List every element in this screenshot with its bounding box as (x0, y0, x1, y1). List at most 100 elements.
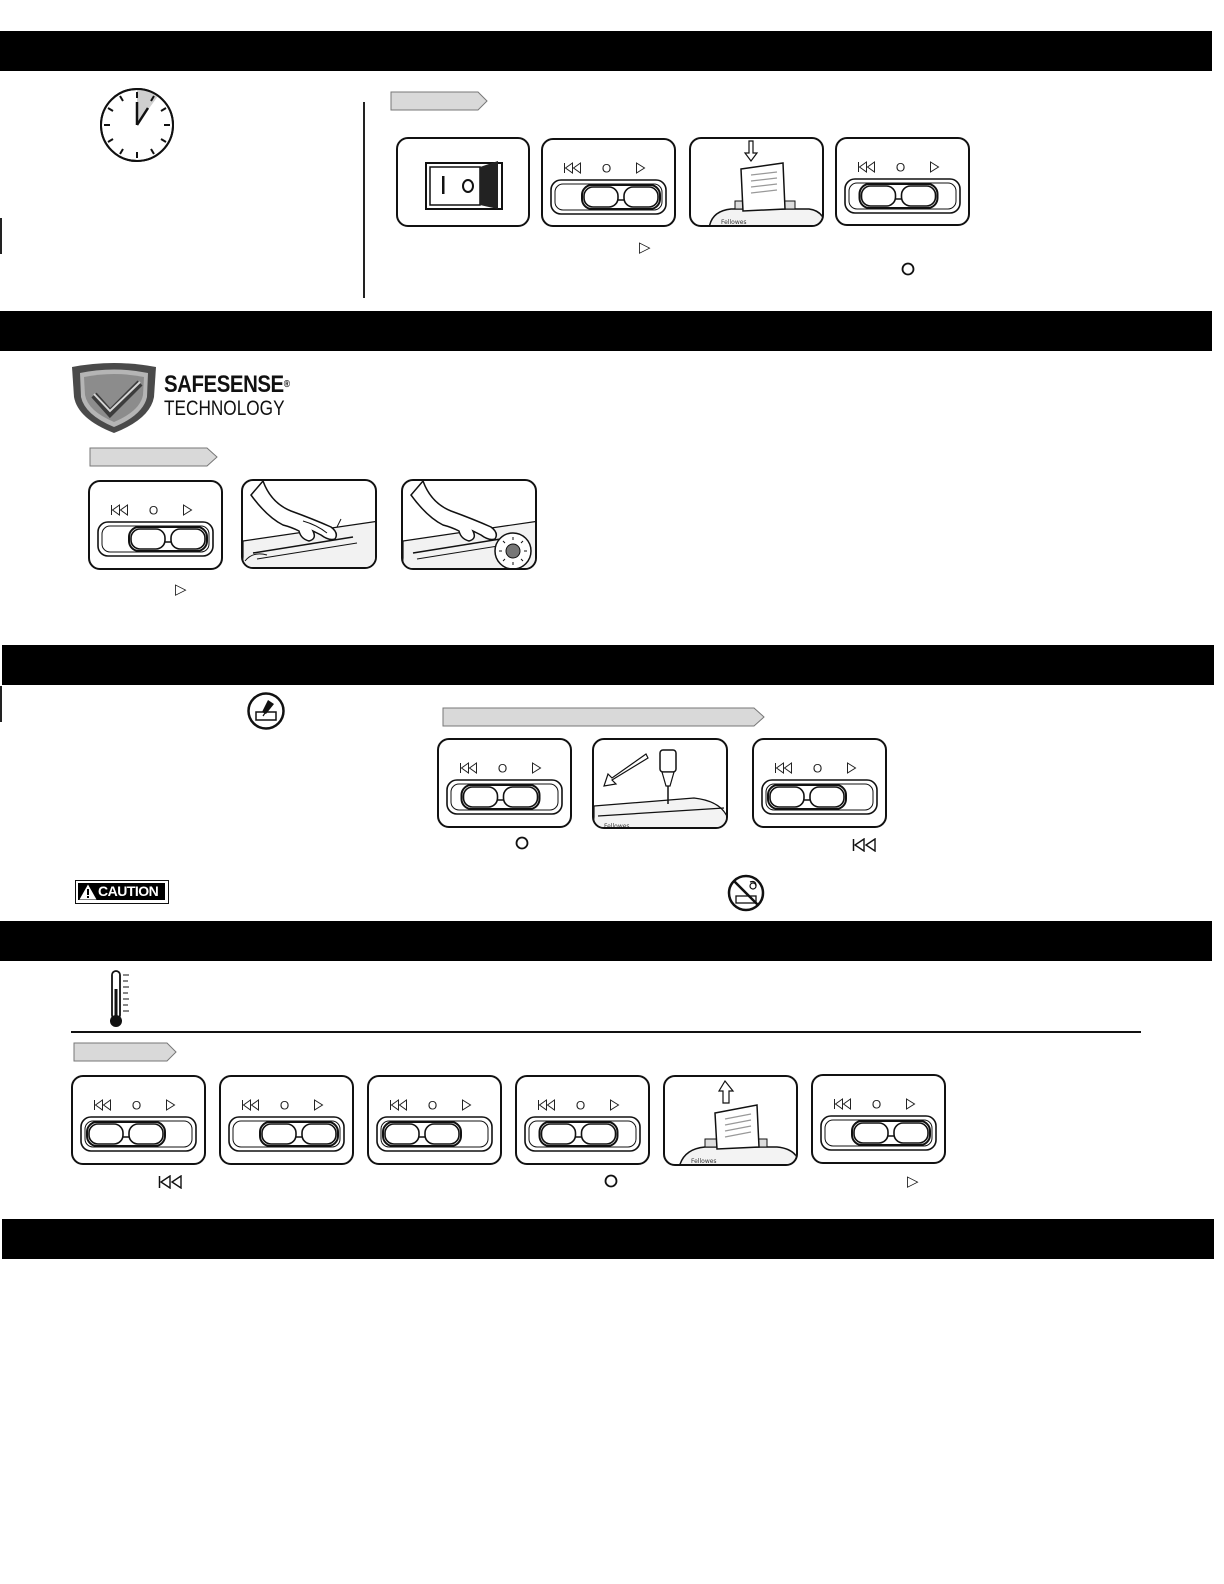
step-tab (89, 447, 218, 467)
switch-knob (128, 526, 208, 552)
auto-icon (166, 1099, 176, 1111)
auto-icon (930, 161, 940, 173)
switch-knob (858, 183, 939, 209)
safesense-subtitle: TECHNOLOGY (164, 397, 285, 420)
auto-icon (314, 1099, 324, 1111)
clock-icon (100, 88, 174, 162)
off-label: O (872, 1098, 881, 1112)
off-label: O (813, 762, 822, 776)
reverse-icon (858, 161, 875, 173)
switch-knob (382, 1121, 462, 1147)
no-aerosol-icon (727, 874, 765, 912)
switch-position-labels: O (94, 1099, 176, 1113)
illustration-slide-switch-reverse: O (367, 1075, 502, 1165)
switch-knob (581, 184, 661, 210)
illustration-slide-switch-off: O (437, 738, 572, 828)
illustration-hand-near-slot (241, 479, 377, 569)
section-header-bar-2 (0, 311, 1212, 351)
illustration-insert-paper: Fellowes (689, 137, 824, 227)
reverse-icon (94, 1099, 111, 1111)
safesense-title: SAFESENSE® (164, 373, 290, 397)
illustration-power-switch (396, 137, 530, 227)
illustration-slide-switch-auto: O (88, 480, 223, 570)
off-label: O (132, 1099, 141, 1113)
off-label: O (602, 162, 611, 176)
switch-knob (460, 784, 541, 810)
reverse-icon (834, 1098, 851, 1110)
caution-text: CAUTION (98, 883, 159, 899)
section-divider-rule (71, 1031, 1141, 1033)
step-tab (442, 707, 765, 727)
illustration-slide-switch-auto: O (219, 1075, 354, 1165)
switch-knob (259, 1121, 339, 1147)
auto-icon (532, 762, 542, 774)
svg-text:Fellowes: Fellowes (691, 1158, 717, 1165)
caption-auto-icon: ▷ (175, 580, 187, 598)
section-header-bar-5 (2, 1219, 1214, 1259)
illustration-slide-switch-auto: O (541, 138, 676, 227)
switch-knob (851, 1120, 931, 1146)
margin-mark (0, 218, 2, 254)
illustration-slide-switch-reverse: O (752, 738, 887, 828)
off-label: O (896, 161, 905, 175)
caption-off-icon (901, 262, 915, 276)
safesense-title-text: SAFESENSE (164, 371, 284, 398)
switch-knob (538, 1121, 619, 1147)
registered-mark: ® (283, 379, 290, 390)
auto-icon (847, 762, 857, 774)
illustration-slide-switch-auto: O (811, 1074, 946, 1164)
off-label: O (149, 504, 158, 518)
illustration-apply-oil: Fellowes (592, 738, 728, 829)
margin-mark (0, 686, 2, 722)
caption-auto-icon: ▷ (907, 1172, 919, 1190)
switch-knob (767, 784, 847, 810)
caption-reverse-icon (852, 838, 876, 852)
illustration-slide-switch-off: O (515, 1075, 650, 1165)
caption-auto-icon: ▷ (639, 238, 651, 256)
reverse-icon (775, 762, 792, 774)
illustration-remove-paper: Fellowes (663, 1075, 798, 1166)
step-tab (73, 1042, 177, 1062)
caption-reverse-icon (158, 1175, 182, 1189)
switch-position-labels: O (858, 161, 940, 175)
caution-label: CAUTION (75, 880, 169, 904)
safesense-shield-logo (72, 363, 156, 433)
caption-off-icon (604, 1174, 618, 1188)
off-label: O (576, 1099, 585, 1113)
oil-shredder-icon (247, 692, 285, 730)
switch-position-labels: O (538, 1099, 620, 1113)
switch-position-labels: O (834, 1098, 916, 1112)
warning-triangle-icon (79, 884, 97, 900)
switch-position-labels: O (111, 504, 193, 518)
auto-icon (906, 1098, 916, 1110)
caution-label-bg (78, 883, 165, 900)
off-label: O (498, 762, 507, 776)
auto-icon (462, 1099, 472, 1111)
section-header-bar-4 (0, 921, 1212, 961)
svg-text:Fellowes: Fellowes (604, 823, 630, 829)
section-header-bar-3 (2, 645, 1214, 685)
switch-position-labels: O (564, 162, 646, 176)
reverse-icon (242, 1099, 259, 1111)
column-divider (363, 102, 365, 298)
reverse-icon (111, 504, 128, 516)
off-label: O (428, 1099, 437, 1113)
off-label: O (280, 1099, 289, 1113)
auto-icon (610, 1099, 620, 1111)
thermometer-icon (110, 970, 129, 1027)
auto-icon (183, 504, 193, 516)
switch-position-labels: O (390, 1099, 472, 1113)
reverse-icon (564, 162, 581, 174)
illustration-slide-switch-reverse: O (71, 1075, 206, 1165)
caption-off-icon (515, 836, 529, 850)
svg-text:Fellowes: Fellowes (721, 219, 747, 226)
switch-position-labels: O (242, 1099, 324, 1113)
reverse-icon (538, 1099, 555, 1111)
illustration-slide-switch-off: O (835, 137, 970, 226)
auto-icon (636, 162, 646, 174)
switch-knob (86, 1121, 166, 1147)
reverse-icon (390, 1099, 407, 1111)
section-header-bar-1 (0, 31, 1212, 71)
illustration-safesense-light (401, 479, 537, 570)
reverse-icon (460, 762, 477, 774)
